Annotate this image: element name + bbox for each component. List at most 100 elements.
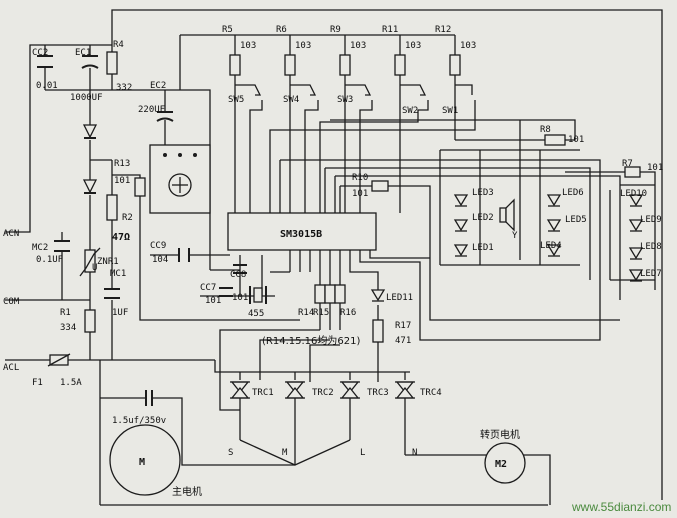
- resistor-r12: [449, 54, 461, 76]
- resistor-r2: [134, 177, 146, 197]
- label-acl: ACL: [3, 363, 19, 373]
- label-cc7-val: 101: [205, 296, 221, 306]
- page-motor-m2: [484, 442, 526, 484]
- label-sw2: SW2: [402, 106, 418, 116]
- buzzer-y: [499, 198, 515, 232]
- capacitor-mc2: [54, 240, 70, 252]
- capacitor-mc1: [104, 288, 120, 299]
- labels: CC2 0.01 EC1 1000UF R4 332 EC2 220UF R13…: [3, 25, 671, 514]
- label-m: M: [282, 448, 288, 458]
- label-r1-val: 334: [60, 323, 76, 333]
- label-ec1-val: 1000UF: [70, 93, 103, 103]
- label-r6-val: 103: [295, 41, 311, 51]
- label-led6: LED6: [562, 188, 584, 198]
- label-f1: F1: [32, 378, 43, 388]
- resistor-r9: [339, 54, 351, 76]
- label-note: (R14.15.16均为621): [262, 335, 360, 347]
- label-led5: LED5: [565, 215, 587, 225]
- triac-trc1: [230, 381, 250, 399]
- label-l: L: [360, 448, 365, 458]
- label-ec2: EC2: [150, 81, 166, 91]
- fuse-f1: [47, 353, 71, 367]
- led8: [628, 247, 644, 260]
- led10: [628, 194, 644, 207]
- label-y: Y: [512, 231, 518, 241]
- label-r12-val: 103: [460, 41, 476, 51]
- label-com: COM: [3, 297, 20, 307]
- resistor-r5: [229, 54, 241, 76]
- label-mc1: MC1: [110, 269, 126, 279]
- label-r8: R8: [540, 125, 551, 135]
- label-r14: R14: [298, 308, 314, 318]
- label-sw3: SW3: [337, 95, 353, 105]
- label-r2-val: 47Ω: [112, 232, 130, 243]
- label-mc2: MC2: [32, 243, 48, 253]
- label-r1: R1: [60, 308, 71, 318]
- resistor-r15: [324, 284, 336, 304]
- watermark: www.55dianzi.com: [571, 500, 671, 514]
- label-led7: LED7: [640, 269, 662, 279]
- label-acn: ACN: [3, 229, 19, 239]
- label-u: U: [92, 263, 97, 273]
- label-r4: R4: [113, 40, 124, 50]
- led4: [546, 244, 562, 257]
- resistor-r1: [84, 309, 96, 333]
- label-trc1: TRC1: [252, 388, 274, 398]
- diode-d2: [82, 179, 98, 194]
- label-led2: LED2: [472, 213, 494, 223]
- resistor-r10: [371, 180, 389, 192]
- label-mc1-val: 1UF: [112, 308, 128, 318]
- label-motor-m: M: [139, 457, 145, 468]
- label-r16: R16: [340, 308, 356, 318]
- triac-trc2: [285, 381, 305, 399]
- ic-sm3015b: [227, 212, 377, 251]
- label-r13-val: 101: [114, 176, 130, 186]
- label-r11-val: 103: [405, 41, 421, 51]
- label-cap-main: 1.5uf/350v: [112, 416, 166, 426]
- resistor-r11: [394, 54, 406, 76]
- resistor-r8: [544, 134, 566, 146]
- label-r12: R12: [435, 25, 451, 35]
- label-cc2: CC2: [32, 48, 48, 58]
- ic-label: SM3015B: [280, 229, 322, 240]
- label-sw4: SW4: [283, 95, 299, 105]
- led7: [628, 269, 644, 282]
- varistor-znr1: [79, 247, 101, 277]
- led11: [370, 289, 386, 302]
- crystal-455: [249, 286, 267, 304]
- capacitor-cc9: [178, 248, 190, 262]
- resistor-r7: [624, 166, 641, 178]
- label-r6: R6: [276, 25, 287, 35]
- label-r10: R10: [352, 173, 368, 183]
- label-s: S: [228, 448, 233, 458]
- label-ec1: EC1: [75, 48, 91, 58]
- label-znr1: ZNR1: [97, 257, 119, 267]
- label-cc9-val: 104: [152, 255, 168, 265]
- label-f1-val: 1.5A: [60, 378, 82, 388]
- label-led1: LED1: [472, 243, 494, 253]
- capacitor-ec1: [81, 55, 99, 69]
- triac-trc4: [395, 381, 415, 399]
- label-r9-val: 103: [350, 41, 366, 51]
- capacitor-cc2: [37, 55, 53, 68]
- label-r2: R2: [122, 213, 133, 223]
- label-led11: LED11: [386, 293, 413, 303]
- label-cc9: CC9: [150, 241, 166, 251]
- resistor-r17: [372, 319, 384, 343]
- label-r9: R9: [330, 25, 341, 35]
- label-cc8: CC8: [230, 270, 246, 280]
- label-cc2-val: 0.01: [36, 81, 58, 91]
- label-trc2: TRC2: [312, 388, 334, 398]
- capacitor-main-motor: [145, 390, 153, 406]
- main-motor: [109, 424, 181, 496]
- label-ec2-val: 220UF: [138, 105, 165, 115]
- resistor-r13: [106, 194, 118, 221]
- capacitor-cc7: [219, 287, 233, 297]
- label-cc7: CC7: [200, 283, 216, 293]
- diode-d1: [82, 124, 98, 139]
- ir-receiver: [149, 144, 211, 214]
- capacitor-cc8: [233, 264, 247, 274]
- led1: [453, 244, 469, 257]
- label-trc4: TRC4: [420, 388, 442, 398]
